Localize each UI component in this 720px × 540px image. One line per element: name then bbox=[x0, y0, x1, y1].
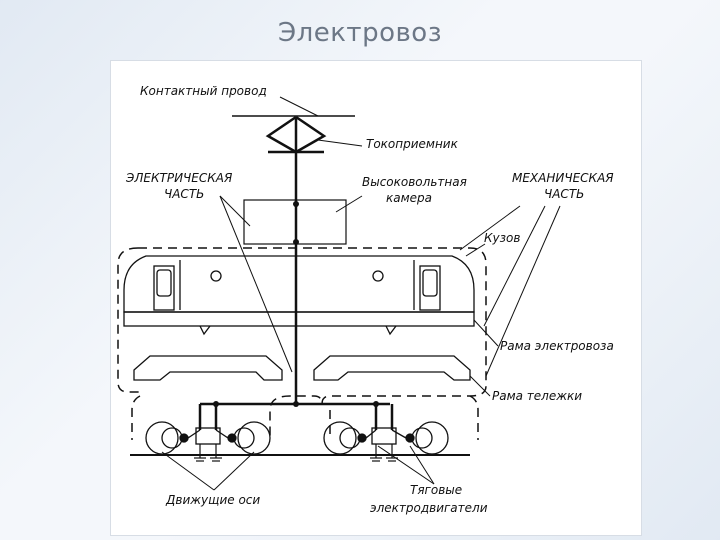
junction-node bbox=[293, 201, 299, 207]
label-pantograph: Токоприемник bbox=[366, 137, 459, 151]
hv-chamber-leader bbox=[335, 195, 363, 213]
label-body: Кузов bbox=[484, 231, 520, 245]
junction-node bbox=[373, 401, 379, 407]
wheelset-1 bbox=[145, 421, 201, 455]
label-contact-wire: Контактный провод bbox=[140, 84, 267, 98]
slide-title: Электровоз bbox=[277, 18, 443, 48]
label-mechanical-part: МЕХАНИЧЕСКАЯ bbox=[512, 171, 614, 185]
label-mechanical-part: ЧАСТЬ bbox=[544, 187, 584, 201]
label-traction-motors: электродвигатели bbox=[370, 501, 488, 515]
leader-lines bbox=[161, 195, 561, 491]
pantograph-leader bbox=[317, 139, 363, 147]
bogie-frame-left bbox=[133, 355, 283, 381]
ground-symbols bbox=[194, 444, 398, 462]
mechanical-part-outline bbox=[117, 247, 487, 440]
label-loco-frame: Рама электровоза bbox=[500, 339, 614, 353]
locomotive-body bbox=[123, 255, 475, 313]
wheelset-4 bbox=[391, 421, 449, 455]
label-electrical-part: ЧАСТЬ bbox=[164, 187, 204, 201]
contact-wire-leader bbox=[279, 96, 319, 117]
label-traction-motors: Тяговые bbox=[410, 483, 462, 497]
wheelset-3 bbox=[323, 421, 377, 455]
bogie-frame-right bbox=[313, 355, 471, 381]
label-hv-chamber: Высоковольтная bbox=[362, 175, 467, 189]
label-hv-chamber: камера bbox=[386, 191, 432, 205]
label-bogie-frame: Рама тележки bbox=[492, 389, 582, 403]
junction-node bbox=[213, 401, 219, 407]
motor-feeder-lines bbox=[198, 402, 394, 430]
hv-chamber bbox=[243, 199, 347, 245]
traction-motors bbox=[195, 427, 397, 445]
label-electrical-part: ЭЛЕКТРИЧЕСКАЯ bbox=[125, 171, 233, 185]
wheelset-2 bbox=[215, 421, 271, 455]
label-driving-axles: Движущие оси bbox=[165, 493, 260, 507]
locomotive-frame bbox=[123, 311, 475, 336]
pantograph bbox=[265, 115, 327, 154]
